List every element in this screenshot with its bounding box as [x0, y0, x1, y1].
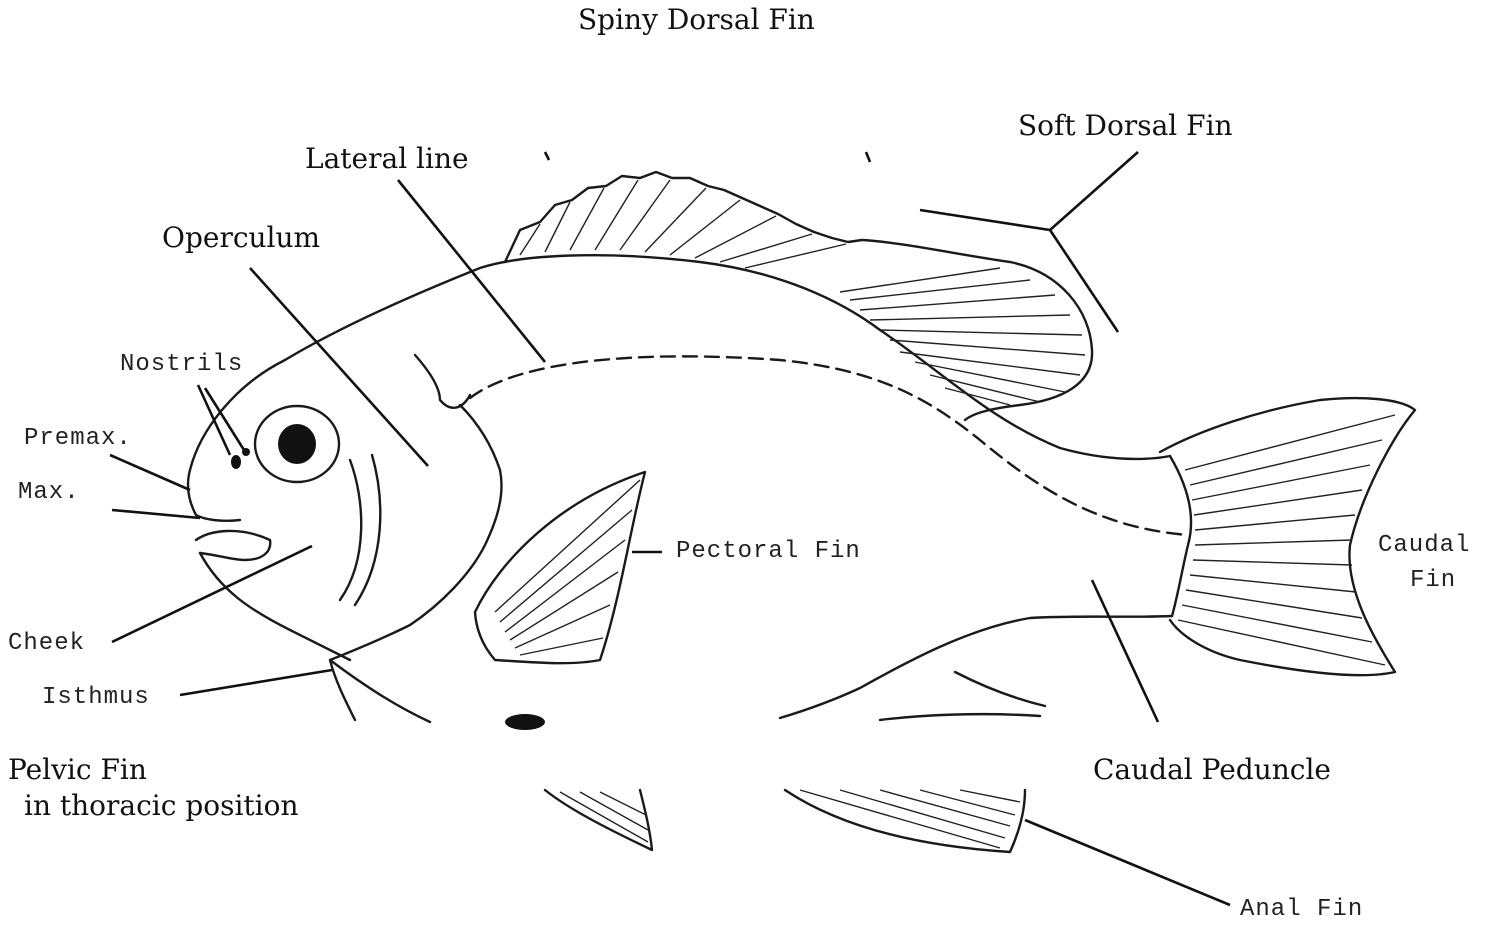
label-operculum: Operculum [162, 224, 320, 252]
nostrils-mark [231, 448, 250, 469]
label-spiny-dorsal-fin: Spiny Dorsal Fin [578, 6, 815, 34]
eye [255, 406, 339, 482]
pelvic-fin-shape [505, 714, 652, 850]
label-isthmus: Isthmus [42, 686, 150, 710]
label-cheek: Cheek [8, 632, 85, 656]
label-pectoral-fin: Pectoral Fin [676, 540, 861, 564]
caudal-fin-shape [1160, 398, 1415, 675]
label-pelvic-fin-line1: Pelvic Fin [8, 756, 147, 784]
label-caudal-peduncle: Caudal Peduncle [1093, 756, 1331, 784]
label-lateral-line: Lateral line [305, 145, 469, 173]
label-nostrils: Nostrils [120, 353, 243, 377]
label-max: Max. [18, 481, 80, 505]
label-soft-dorsal-fin: Soft Dorsal Fin [1018, 112, 1233, 140]
anal-fin-shape [785, 672, 1045, 852]
label-caudal-fin-line1: Caudal [1378, 534, 1470, 558]
label-anal-fin: Anal Fin [1240, 898, 1363, 922]
spiny-dorsal-fin [505, 172, 862, 268]
fish-body [188, 255, 1191, 722]
label-caudal-fin-line2: Fin [1410, 569, 1456, 593]
label-premax: Premax. [24, 427, 132, 451]
soft-dorsal-fin [840, 240, 1092, 420]
label-pelvic-fin-line2: in thoracic position [24, 792, 299, 820]
